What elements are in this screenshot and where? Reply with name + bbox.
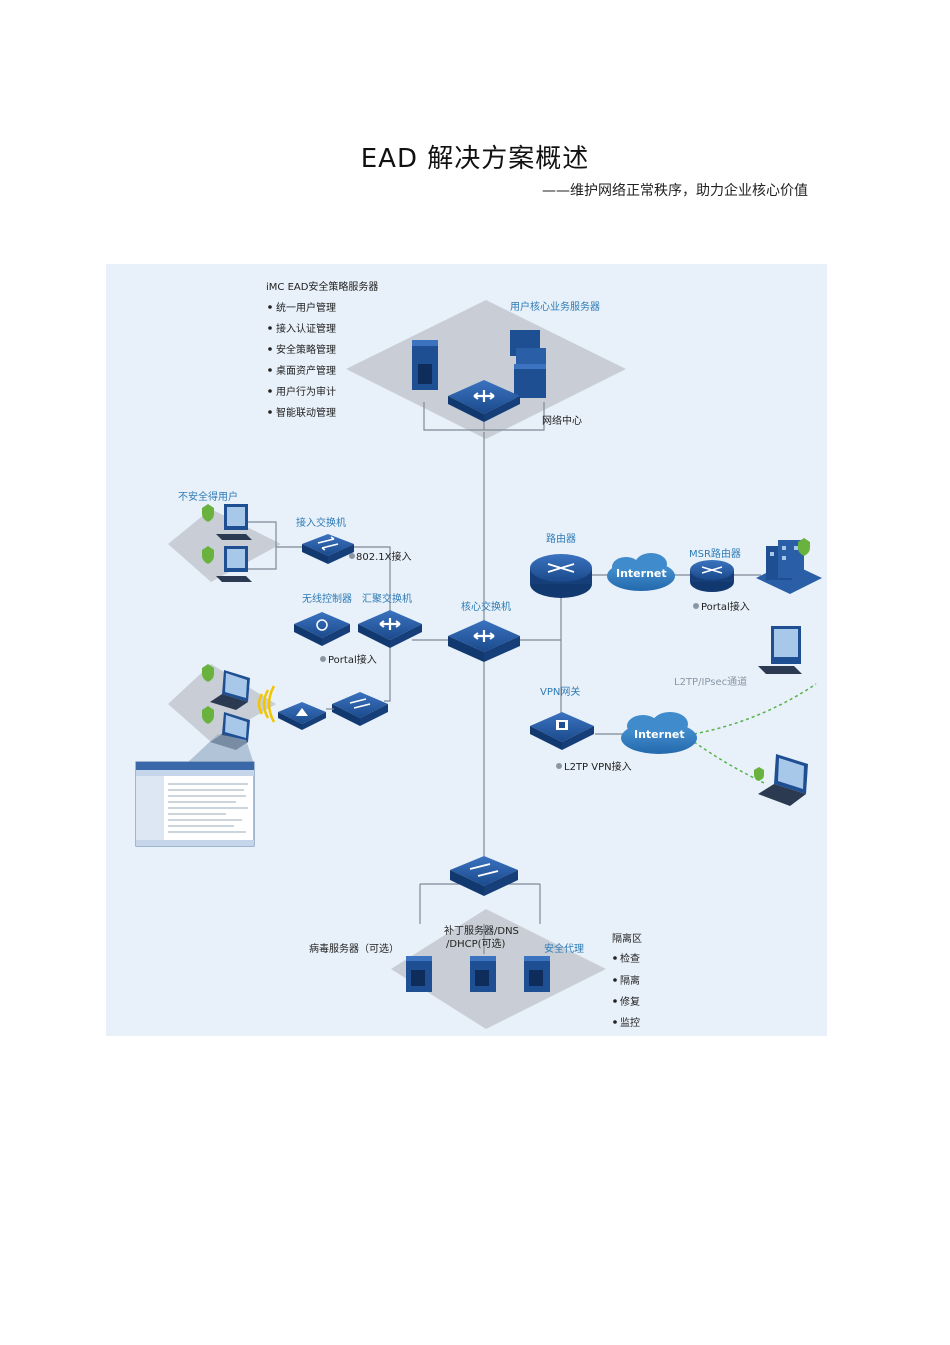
aggregation-switch-label: 汇聚交换机 [362, 592, 412, 605]
portal-access-label: Portal接入 [328, 653, 377, 666]
desktop-icon [758, 626, 802, 674]
wireless-controller-icon [294, 612, 350, 646]
patch-server-label-2: /DHCP(可选) [446, 937, 506, 950]
server-icon [510, 330, 546, 398]
core-switch-label: 核心交换机 [461, 600, 511, 613]
wireless-ap-icon [278, 702, 326, 730]
quarantine-title: 隔离区 [612, 932, 642, 945]
server-icon [470, 956, 496, 992]
vpn-gateway-label: VPN网关 [540, 685, 580, 698]
quarantine-list: 检查 隔离 修复 监控 [613, 952, 640, 1029]
network-center-platform [346, 300, 626, 439]
laptop-icon [210, 670, 250, 710]
wireless-signal-icon [257, 685, 276, 723]
quarantine-item: 修复 [620, 995, 640, 1008]
imc-feature: 统一用户管理 [276, 301, 336, 314]
l2tp-vpn-label: L2TP VPN接入 [564, 760, 632, 773]
imc-feature: 安全策略管理 [276, 343, 336, 356]
shield-icon [754, 767, 764, 781]
building-icon [756, 540, 822, 594]
core-servers-label: 用户核心业务服务器 [510, 300, 600, 313]
dot1x-label: 802.1X接入 [356, 550, 411, 563]
shield-icon [202, 664, 214, 682]
imc-feature: 智能联动管理 [276, 406, 336, 419]
server-icon [412, 340, 438, 390]
client-window-thumbnail [135, 761, 255, 847]
switch-icon [450, 856, 518, 896]
diagram-canvas: iMC EAD安全策略服务器 统一用户管理 接入认证管理 安全策略管理 桌面资产… [135, 280, 822, 1029]
server-icon [406, 956, 432, 992]
internet-label: Internet [634, 728, 685, 741]
core-switch-icon [448, 380, 520, 422]
page-subtitle: ——维护网络正常秩序，助力企业核心价值 [542, 183, 808, 199]
vpn-tunnels [693, 683, 817, 785]
shield-icon [202, 706, 214, 724]
msr-portal-label: Portal接入 [701, 600, 750, 613]
imc-feature: 桌面资产管理 [276, 364, 336, 377]
patch-server-label-1: 补丁服务器/DNS [444, 924, 519, 937]
security-proxy-label: 安全代理 [544, 942, 584, 955]
page-title: EAD 解决方案概述 [360, 144, 590, 174]
desktop-icon [216, 546, 252, 582]
access-switch-label: 接入交换机 [296, 516, 346, 529]
imc-feature: 接入认证管理 [276, 322, 336, 335]
unsafe-users-label: 不安全得用户 [178, 490, 238, 503]
cloud-icon [607, 553, 675, 591]
core-switch-icon [448, 620, 520, 662]
imc-feature-list: 统一用户管理 接入认证管理 安全策略管理 桌面资产管理 用户行为审计 智能联动管… [268, 301, 336, 419]
quarantine-item: 检查 [620, 952, 640, 965]
laptop-icon [758, 754, 808, 806]
unsafe-users-platform [168, 509, 281, 582]
core-switch-icon [358, 610, 422, 648]
antivirus-server-label: 病毒服务器（可选） [309, 942, 399, 955]
shield-icon [798, 538, 810, 556]
network-center-label: 网络中心 [542, 414, 582, 427]
desktop-icon [216, 504, 252, 540]
imc-title: iMC EAD安全策略服务器 [266, 280, 378, 293]
msr-router-label: MSR路由器 [689, 547, 741, 560]
router-icon [690, 560, 734, 592]
wireless-controller-label: 无线控制器 [302, 592, 352, 605]
l2tp-ipsec-label: L2TP/IPsec通道 [674, 675, 747, 688]
imc-feature: 用户行为审计 [276, 385, 336, 398]
switch-icon [332, 692, 388, 726]
server-icon [524, 956, 550, 992]
vpn-gateway-icon [530, 712, 594, 750]
internet-label: Internet [616, 567, 667, 580]
quarantine-platform [391, 909, 606, 1029]
cloud-icon [621, 712, 697, 754]
switch-icon [302, 534, 354, 564]
shield-icon [202, 504, 214, 564]
router-label: 路由器 [546, 532, 576, 545]
quarantine-item: 监控 [620, 1016, 640, 1029]
quarantine-item: 隔离 [620, 974, 640, 987]
zoom-callout [186, 734, 254, 764]
network-diagram: iMC EAD安全策略服务器 统一用户管理 接入认证管理 安全策略管理 桌面资产… [106, 264, 827, 1036]
router-icon [530, 554, 592, 598]
